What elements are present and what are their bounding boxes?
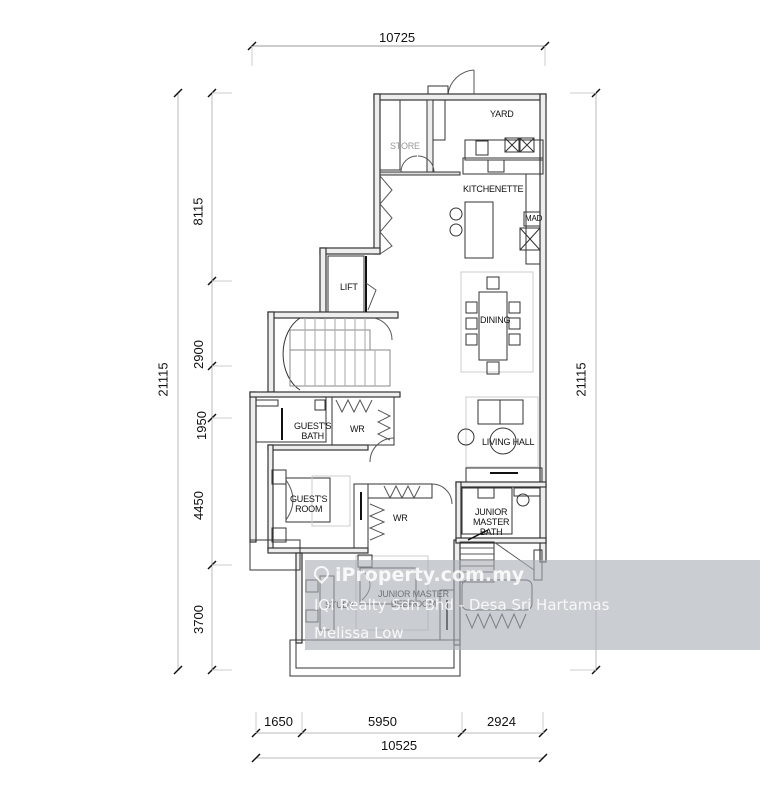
room-label-guests-room-line1: GUEST'S	[290, 494, 328, 504]
watermark-site: iProperty.com.my	[310, 562, 525, 586]
dimension-bottom-segment-2: 5950	[368, 714, 397, 729]
dimension-left-segment-3: 1950	[193, 411, 209, 440]
dimension-bottom-segment-1: 1650	[264, 714, 293, 729]
dimension-left-segment-2: 2900	[190, 340, 206, 369]
room-label-jmb-line1: JUNIOR	[475, 507, 508, 517]
room-label-wr-lower: WR	[393, 513, 408, 523]
room-label-wr-upper: WR	[350, 424, 365, 434]
room-label-jmb-line3: BATH	[479, 527, 503, 537]
watermark-site-text: iProperty.com.my	[335, 564, 525, 586]
room-label-guests-bath-line2: BATH	[301, 431, 324, 441]
room-label-guests-room: GUEST'S ROOM	[290, 494, 328, 514]
watermark-agent: Melissa Low	[314, 624, 404, 642]
dimension-top-overall: 10725	[379, 30, 416, 45]
room-label-jmb-line2: MASTER	[473, 517, 510, 527]
room-label-guests-room-line2: ROOM	[295, 504, 323, 514]
room-label-living-hall: LIVING HALL	[482, 437, 535, 447]
location-pin-icon	[310, 562, 333, 585]
dimension-bottom-segment-3: 2924	[487, 714, 516, 729]
dimension-bottom-overall: 10525	[381, 738, 418, 753]
room-label-mad: MAD	[525, 214, 543, 223]
room-label-kitchenette: KITCHENETTE	[463, 184, 524, 194]
watermark-agency: IQI Realty Sdn Bhd - Desa Sri Hartamas	[314, 596, 610, 614]
room-label-yard: YARD	[490, 109, 514, 119]
room-label-store: STORE	[390, 141, 420, 151]
watermark-band	[305, 560, 760, 650]
room-label-dining: DINING	[480, 315, 511, 325]
dimension-right-overall: 21115	[573, 362, 589, 397]
room-label-junior-master-bath: JUNIOR MASTER BATH	[473, 507, 510, 537]
dimension-left-segment-1: 8115	[190, 197, 206, 226]
room-label-guests-bath-line1: GUEST'S	[294, 421, 332, 431]
dimension-left-segment-4: 4450	[190, 491, 206, 520]
room-label-lift: LIFT	[340, 282, 358, 292]
dimension-left-segment-5: 3700	[190, 605, 206, 634]
dimension-left-overall: 21115	[155, 362, 171, 397]
room-label-guests-bath: GUEST'S BATH	[294, 421, 332, 441]
